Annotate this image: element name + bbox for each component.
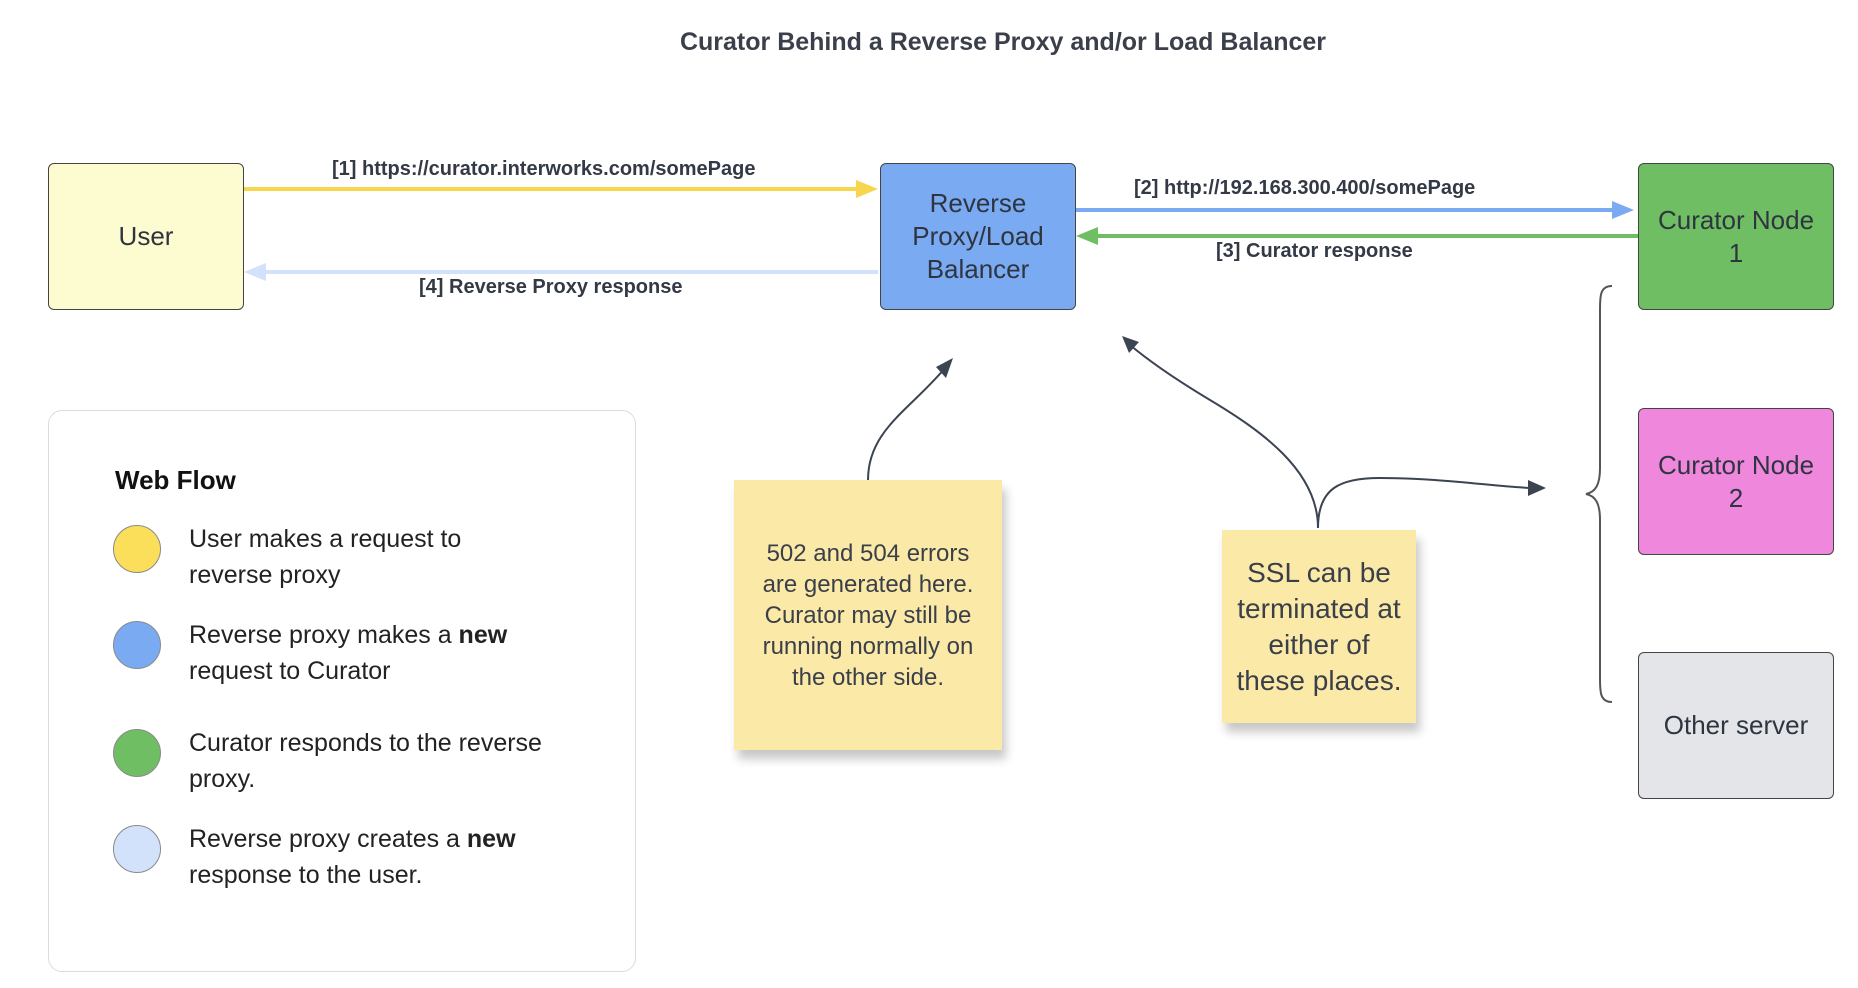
proxy-label-line-2: Proxy/Load — [912, 221, 1044, 251]
errors-sticky-note: 502 and 504 errors are generated here. C… — [734, 480, 1002, 750]
edge-2-label: [2] http://192.168.300.400/somePage — [1134, 177, 1476, 199]
ssl-note-line-1: SSL can be — [1247, 556, 1391, 588]
ssl-note-line-3: either of — [1268, 628, 1370, 660]
legend-item-1-line-1: User makes a request to — [189, 525, 462, 553]
ssl-note-pointer-proxy — [1129, 344, 1319, 529]
legend-dot-blue — [113, 621, 161, 669]
legend-dot-light-blue — [113, 825, 161, 873]
legend-item-2-line-2: request to Curator — [189, 657, 391, 685]
errors-note-line-5: the other side. — [791, 663, 945, 691]
curator-node-2[interactable]: Curator Node 2 — [1638, 408, 1834, 555]
legend-item-1-line-2: reverse proxy — [189, 561, 341, 589]
errors-note-line-3: Curator may still be — [764, 601, 972, 629]
edge-1-arrowhead — [856, 180, 878, 198]
legend-item-3-line-2: proxy. — [189, 765, 256, 793]
ssl-sticky-note: SSL can be terminated at either of these… — [1222, 530, 1416, 723]
other-server-node[interactable]: Other server — [1638, 652, 1834, 799]
legend-title: Web Flow — [115, 465, 236, 495]
legend-item-2-emphasis: new — [458, 621, 508, 649]
node1-label-line-1: Curator Node — [1657, 204, 1815, 235]
ssl-note-line-4: these places. — [1236, 664, 1402, 696]
legend-item-4-line-1: Reverse proxy creates a — [189, 825, 467, 853]
web-flow-legend: Web Flow User makes a request to reverse… — [48, 410, 636, 972]
reverse-proxy-node[interactable]: Reverse Proxy/Load Balancer — [880, 163, 1076, 310]
proxy-label-line-3: Balancer — [926, 254, 1030, 284]
errors-note-line-1: 502 and 504 errors — [766, 539, 970, 567]
diagram-title: Curator Behind a Reverse Proxy and/or Lo… — [679, 28, 1327, 56]
ssl-note-line-2: terminated at — [1237, 592, 1401, 624]
legend-dot-green — [113, 729, 161, 777]
edge-1-label: [1] https://curator.interworks.com/someP… — [332, 158, 756, 180]
legend-item-4-line-2: response to the user. — [189, 861, 423, 889]
legend-dot-yellow — [113, 525, 161, 573]
user-node[interactable]: User — [48, 163, 244, 310]
ssl-note-pointer-proxy-head — [1122, 336, 1139, 353]
errors-note-pointer-head — [936, 358, 953, 378]
proxy-label-line-1: Reverse — [929, 188, 1027, 218]
legend-item-2-line-1: Reverse proxy makes a — [189, 621, 459, 649]
legend-item-4-emphasis: new — [466, 825, 516, 853]
ssl-note-pointer-servers — [1317, 476, 1531, 529]
ssl-note-pointer-servers-head — [1528, 480, 1546, 496]
node2-label-line-2: 2 — [1728, 482, 1744, 513]
errors-note-line-2: are generated here. — [762, 570, 974, 598]
errors-note-line-4: running normally on — [762, 632, 974, 660]
server-group-brace — [1585, 285, 1613, 703]
node2-label-line-1: Curator Node — [1657, 449, 1815, 480]
edge-2-arrowhead — [1612, 201, 1634, 219]
other-server-label: Other server — [1663, 710, 1809, 740]
edge-4-arrowhead — [244, 263, 266, 281]
node1-label-line-2: 1 — [1728, 237, 1744, 268]
legend-item-3-line-1: Curator responds to the reverse — [189, 729, 542, 757]
edge-4-label: [4] Reverse Proxy response — [419, 276, 683, 298]
user-node-label: User — [118, 221, 174, 251]
edge-3-arrowhead — [1076, 227, 1098, 245]
curator-node-1[interactable]: Curator Node 1 — [1638, 163, 1834, 310]
edge-3-label: [3] Curator response — [1216, 240, 1413, 262]
errors-note-pointer — [867, 367, 946, 481]
